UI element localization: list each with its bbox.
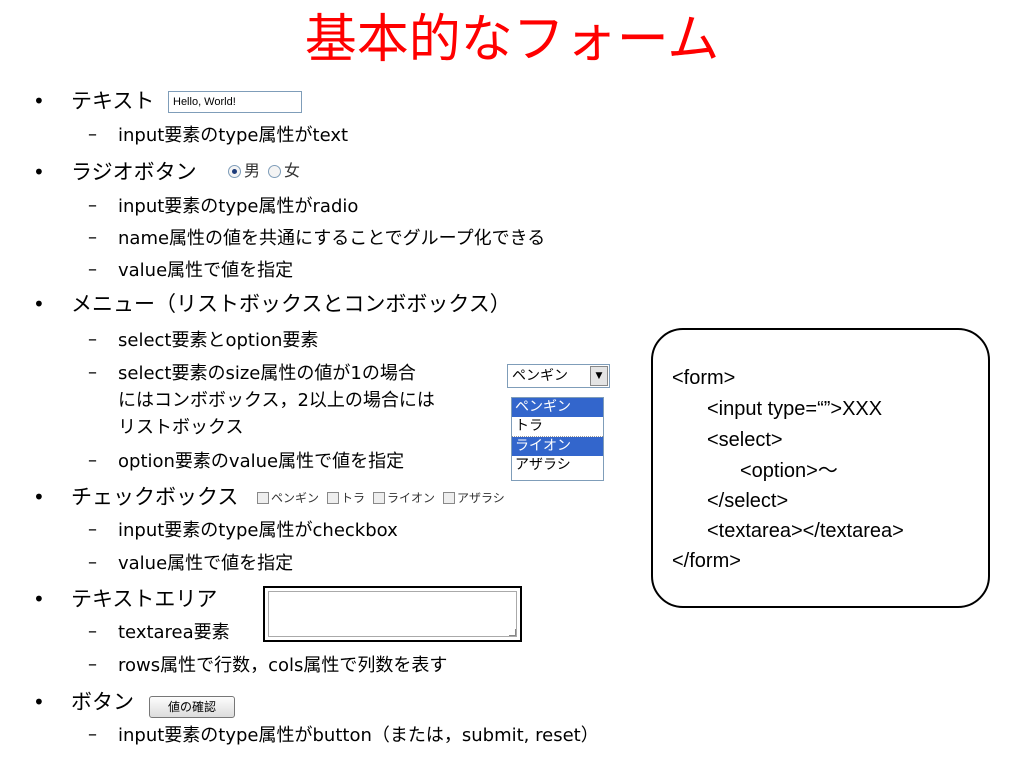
dash: – bbox=[88, 621, 97, 642]
list-option-tiger[interactable]: トラ bbox=[512, 417, 603, 437]
dash: – bbox=[88, 552, 97, 573]
code-line-3: <select> bbox=[707, 429, 783, 451]
checkbox-sub-2: value属性で値を指定 bbox=[118, 553, 294, 574]
radio-sub-3: value属性で値を指定 bbox=[118, 260, 294, 281]
bullet: • bbox=[33, 690, 45, 714]
checkbox-seal[interactable] bbox=[443, 491, 456, 504]
checkbox-group: ペンギン トラ ライオン アザラシ bbox=[257, 489, 513, 506]
list-option-seal[interactable]: アザラシ bbox=[515, 457, 571, 473]
dash: – bbox=[88, 329, 97, 350]
code-callout bbox=[651, 328, 990, 608]
radio-male[interactable] bbox=[228, 164, 241, 178]
checkbox-heading: チェックボックス bbox=[71, 485, 239, 509]
menu-sub-2-line-1: select要素のsize属性の値が1の場合 bbox=[118, 363, 416, 384]
bullet: • bbox=[33, 485, 45, 509]
radio-group: 男 女 bbox=[228, 161, 308, 181]
code-line-6: <textarea></textarea> bbox=[707, 520, 904, 542]
radio-label-male: 男 bbox=[244, 161, 261, 180]
dash: – bbox=[88, 195, 97, 216]
menu-sub-3: option要素のvalue属性で値を指定 bbox=[118, 451, 405, 472]
menu-sub-1: select要素とoption要素 bbox=[118, 330, 319, 351]
button-sub-1: input要素のtype属性がbutton（または，submit, reset） bbox=[118, 725, 599, 746]
checkbox-label-penguin: ペンギン bbox=[271, 491, 320, 505]
checkbox-label-tiger: トラ bbox=[341, 491, 366, 505]
bullet: • bbox=[33, 292, 45, 316]
radio-sub-2: name属性の値を共通にすることでグループ化できる bbox=[118, 228, 546, 249]
list-option-lion[interactable]: ライオン bbox=[512, 437, 603, 456]
bullet: • bbox=[33, 587, 45, 611]
checkbox-penguin[interactable] bbox=[257, 491, 269, 504]
textarea-sub-1: textarea要素 bbox=[118, 622, 230, 643]
radio-label-female: 女 bbox=[284, 161, 301, 180]
bullet: • bbox=[33, 89, 45, 113]
textarea-field[interactable] bbox=[263, 586, 522, 642]
dash: – bbox=[88, 259, 97, 280]
checkbox-sub-1: input要素のtype属性がcheckbox bbox=[118, 520, 398, 541]
dash: – bbox=[88, 654, 97, 675]
combo-box[interactable]: ペンギン ▼ bbox=[507, 364, 610, 388]
menu-heading: メニュー（リストボックスとコンボボックス） bbox=[71, 292, 511, 316]
list-box[interactable]: ペンギン トラ ライオン アザラシ bbox=[511, 397, 604, 481]
text-sub-1: input要素のtype属性がtext bbox=[118, 125, 349, 146]
code-line-5: </select> bbox=[707, 490, 789, 512]
dash: – bbox=[88, 124, 97, 145]
dash: – bbox=[88, 362, 97, 383]
chevron-down-icon[interactable]: ▼ bbox=[590, 366, 608, 386]
dash: – bbox=[88, 724, 97, 745]
dash: – bbox=[88, 450, 97, 471]
menu-sub-2-line-2: にはコンボボックス，2以上の場合には bbox=[118, 390, 435, 411]
radio-heading: ラジオボタン bbox=[71, 160, 197, 184]
text-input[interactable]: Hello, World! bbox=[168, 91, 302, 113]
bullet: • bbox=[33, 160, 45, 184]
code-line-4: <option>～ bbox=[740, 460, 838, 482]
radio-female[interactable] bbox=[268, 164, 282, 178]
menu-sub-2-line-3: リストボックス bbox=[118, 417, 244, 438]
checkbox-label-lion: ライオン bbox=[387, 491, 436, 505]
dash: – bbox=[88, 519, 97, 540]
code-line-7: </form> bbox=[672, 550, 741, 572]
radio-sub-1: input要素のtype属性がradio bbox=[118, 196, 359, 217]
combo-value: ペンギン bbox=[512, 368, 568, 384]
code-line-2: <input type=“”>XXX bbox=[707, 398, 883, 420]
textarea-heading: テキストエリア bbox=[71, 587, 218, 611]
slide-title: 基本的なフォーム bbox=[304, 10, 720, 70]
code-line-1: <form> bbox=[672, 367, 736, 389]
text-heading: テキスト bbox=[71, 89, 155, 113]
textarea-sub-2: rows属性で行数，cols属性で列数を表す bbox=[118, 655, 448, 676]
dash: – bbox=[88, 227, 97, 248]
list-option-penguin[interactable]: ペンギン bbox=[512, 398, 603, 417]
checkbox-lion[interactable] bbox=[373, 491, 386, 504]
checkbox-tiger[interactable] bbox=[327, 491, 340, 504]
button-heading: ボタン bbox=[71, 690, 134, 714]
checkbox-label-seal: アザラシ bbox=[457, 491, 505, 505]
confirm-value-button[interactable]: 値の確認 bbox=[149, 696, 235, 718]
